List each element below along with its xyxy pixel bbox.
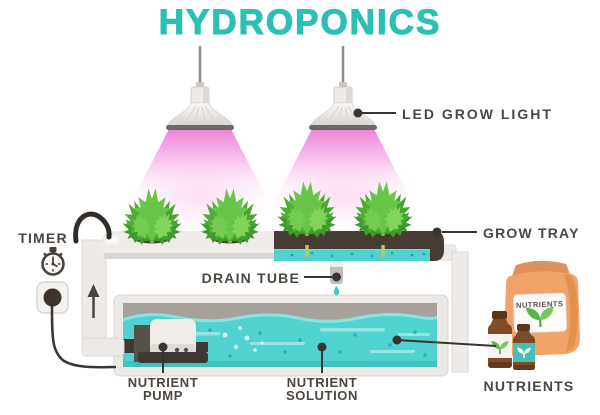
supply-pipe: [81, 239, 125, 357]
reservoir-tank: [113, 294, 449, 377]
label-nutrient-pump-line2: PUMP: [143, 388, 183, 403]
label-nutrients: NUTRIENTS: [483, 378, 575, 394]
page-title: HYDROPONICS: [158, 2, 442, 42]
label-grow-tray: GROW TRAY: [483, 225, 580, 241]
led-grow-light-icon-left: [166, 46, 234, 130]
label-nutrient-solution: NUTRIENT SOLUTION: [262, 376, 382, 402]
bag-label-text: NUTRIENTS: [516, 299, 564, 310]
feed-hose: [73, 211, 112, 244]
label-nutrient-pump: NUTRIENT PUMP: [103, 376, 223, 402]
label-nutrient-pump-line1: NUTRIENT: [127, 375, 199, 390]
tray-water-dots: [290, 251, 426, 258]
power-cord: [50, 305, 117, 369]
light-cone-left: [134, 129, 266, 197]
light-cone-right: [277, 129, 409, 197]
sprout-icon: [525, 306, 554, 328]
water-drop-icon: [333, 286, 340, 296]
tray-lid: [274, 231, 438, 249]
up-arrow-icon: [87, 284, 100, 318]
connectors: [158, 108, 497, 373]
label-led-grow-light: LED GROW LIGHT: [402, 106, 553, 122]
water-bubbles-dark: [208, 328, 427, 358]
label-timer: TIMER: [18, 230, 68, 246]
water-bubbles-light: [222, 326, 264, 352]
label-drain-tube: DRAIN TUBE: [201, 270, 300, 286]
nutrient-bottle-icon-small: [513, 324, 535, 370]
label-nutrient-solution-line2: SOLUTION: [286, 388, 358, 403]
label-nutrient-solution-line1: NUTRIENT: [286, 375, 358, 390]
sprout-icon: [517, 347, 531, 358]
led-grow-light-icon-right: [309, 46, 377, 130]
power-outlet-icon: [36, 281, 69, 314]
nutrient-bottle-icon-large: [488, 311, 512, 368]
stopwatch-icon: [41, 247, 65, 276]
